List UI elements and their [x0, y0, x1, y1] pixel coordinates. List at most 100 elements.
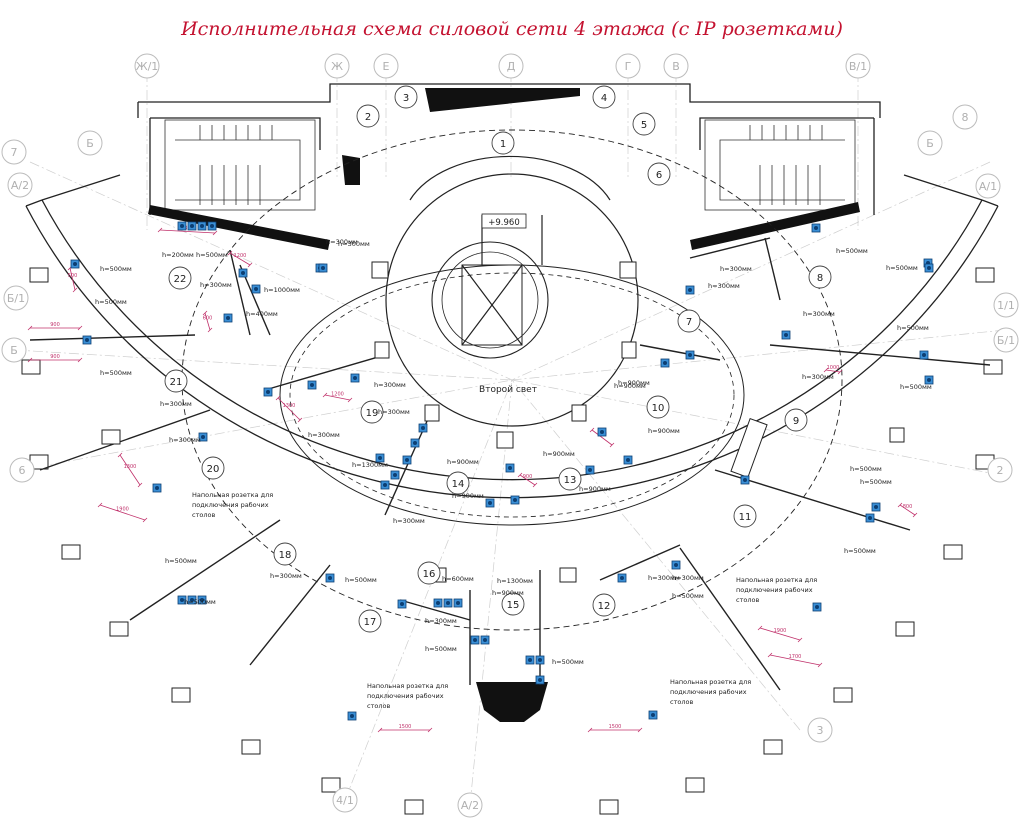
ip-outlet [410, 438, 420, 448]
dimension-value: 900 [50, 322, 60, 328]
note-line: подключения рабочих [736, 586, 813, 594]
axis-marker: Г [615, 53, 641, 79]
elevation-box [481, 213, 527, 229]
ip-outlet [623, 455, 633, 465]
ip-outlet [82, 335, 92, 345]
height-label: h=300мм [169, 436, 201, 444]
height-label: h=500мм [850, 465, 882, 473]
height-label: h=900мм [648, 427, 680, 435]
axis-marker: Б [917, 130, 943, 156]
height-label: h=500мм [100, 265, 132, 273]
dimension-value: 1300 [283, 403, 296, 409]
ip-outlet [70, 259, 80, 269]
room-number: 11 [739, 512, 752, 523]
note-line: подключения рабочих [367, 692, 444, 700]
axis-label: 7 [11, 146, 18, 159]
ip-outlet [525, 655, 535, 665]
dimension-value: 1500 [399, 724, 412, 730]
axis-label: Ж/1 [136, 60, 159, 73]
height-label: h=500мм [184, 598, 216, 606]
height-label: h=900мм [614, 382, 646, 390]
height-label: h=1000мм [264, 286, 300, 294]
axis-marker: 6 [9, 457, 35, 483]
dimension: 1300 [157, 226, 218, 236]
height-label: h=300мм [326, 238, 358, 246]
height-label: h=900мм [447, 458, 479, 466]
height-label: h=300мм [393, 517, 425, 525]
ip-outlet [397, 599, 407, 609]
room-marker: 7 [677, 309, 701, 333]
ip-outlet [177, 221, 187, 231]
dimension: 1300 [117, 452, 143, 488]
atrium-label: Второй свет [479, 385, 537, 395]
note-line: столов [192, 511, 215, 519]
height-label: h=600мм [442, 575, 474, 583]
height-label: h=300мм [672, 574, 704, 582]
dimension-value: 1900 [774, 628, 787, 634]
ip-outlet [307, 380, 317, 390]
note-line: подключения рабочих [670, 688, 747, 696]
axis-marker: А/2 [457, 792, 483, 818]
ip-outlet [207, 221, 217, 231]
height-label: h=300мм [200, 281, 232, 289]
height-label: h=1300мм [352, 461, 388, 469]
room-marker: 22 [168, 266, 192, 290]
room-marker: 19 [360, 400, 384, 424]
room-number: 22 [174, 274, 187, 285]
ip-outlet [597, 427, 607, 437]
dimension: 1900 [97, 502, 148, 523]
room-marker: 6 [647, 162, 671, 186]
dimension-value: 900 [50, 354, 60, 360]
height-label: h=300мм [708, 282, 740, 290]
room-number: 13 [564, 475, 577, 486]
height-label: h=500мм [897, 324, 929, 332]
room-number: 6 [656, 170, 662, 181]
room-marker: 21 [164, 369, 188, 393]
height-label: h=400мм [246, 310, 278, 318]
axis-label: 3 [817, 724, 824, 737]
room-number: 5 [641, 120, 647, 131]
ip-outlet [781, 330, 791, 340]
axis-marker: 7 [1, 139, 27, 165]
ip-outlet [924, 375, 934, 385]
note-line: Напольная розетка для [192, 491, 273, 499]
axis-label: А/2 [461, 799, 479, 812]
partition-blocks [101, 261, 905, 583]
left-stair [164, 119, 316, 211]
axis-marker: А/2 [7, 172, 33, 198]
axis-label: 6 [19, 464, 26, 477]
dimension-value: 900 [523, 474, 533, 480]
ip-outlet [325, 573, 335, 583]
room-marker: 2 [356, 104, 380, 128]
ip-outlet [812, 602, 822, 612]
dimension-value: 1300 [124, 464, 137, 470]
axis-label: В/1 [849, 60, 867, 73]
room-marker: 18 [273, 542, 297, 566]
axis-marker: А/1 [975, 173, 1001, 199]
drawing-title: Исполнительная схема силовой сети 4 этаж… [181, 18, 843, 40]
notes-layer: Напольная розетка для подключения рабочих… [192, 491, 817, 710]
ip-outlet [871, 502, 881, 512]
height-label: h=500мм [836, 247, 868, 255]
ip-outlet [318, 263, 328, 273]
room-marker: 9 [784, 408, 808, 432]
ip-outlet [198, 432, 208, 442]
room-number: 16 [423, 569, 436, 580]
axis-label: 8 [962, 111, 969, 124]
axis-label: Б/1 [997, 334, 1015, 347]
ip-outlet [402, 455, 412, 465]
ip-outlet [197, 221, 207, 231]
room-number: 1 [500, 139, 506, 150]
axis-label: Г [625, 60, 632, 73]
room-number: 3 [403, 93, 409, 104]
ip-outlet [375, 453, 385, 463]
height-label: h=500мм [886, 264, 918, 272]
axis-label: Б [926, 137, 934, 150]
axis-marker: Б [1, 337, 27, 363]
height-label: h=300мм [425, 617, 457, 625]
room-number: 2 [365, 112, 371, 123]
